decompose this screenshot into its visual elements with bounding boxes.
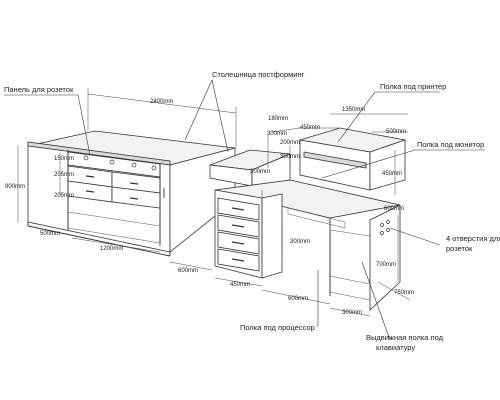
socket-icon <box>83 155 89 161</box>
keyboard-tray <box>287 207 346 229</box>
label-processor-shelf: Полка под процессор <box>240 323 315 332</box>
dim-450-a: 450mm <box>230 282 250 288</box>
dimension-line <box>71 237 161 253</box>
dim-600-a: 600mm <box>178 268 198 274</box>
label-keyboard-tray-line2: клавиатуру <box>376 343 415 352</box>
dim-150: 150mm <box>54 156 74 162</box>
dimension-line <box>271 127 301 133</box>
dim-205-a: 205mm <box>54 172 74 178</box>
drawer-handle <box>129 197 139 200</box>
dim-500: 500mm <box>40 231 60 237</box>
dim-500-b: 500mm <box>386 129 406 135</box>
dim-300-c: 300mm <box>250 169 270 175</box>
dimension-line <box>169 261 213 271</box>
dim-300-d: 300mm <box>267 131 287 137</box>
drawer-handle <box>129 182 139 185</box>
label-sockets-line1: 4 отверстия для <box>446 234 500 243</box>
label-monitor-shelf: Полка под монитор <box>417 140 484 149</box>
drawer-handle <box>231 207 245 211</box>
processor-shelf <box>329 229 371 301</box>
socket-hole-icon <box>386 228 390 232</box>
dim-1200: 1200mm <box>100 246 123 252</box>
drawer-handle <box>231 241 245 245</box>
dimension-line <box>329 307 371 317</box>
drawer-handle <box>85 175 95 178</box>
desk-pedestal-side <box>261 193 283 279</box>
socket-hole-icon <box>380 223 384 227</box>
dim-1350: 1350mm <box>342 107 365 113</box>
leader-line <box>337 91 376 143</box>
leader-line <box>361 261 391 341</box>
label-countertop: Столешница постформинг <box>212 70 305 79</box>
drawer-handle <box>231 224 245 228</box>
dim-300-a: 300mm <box>342 310 362 316</box>
dimension-line <box>261 289 331 305</box>
socket-hole-icon <box>386 220 390 224</box>
dim-180: 180mm <box>268 116 288 122</box>
leader-line <box>184 79 213 141</box>
dim-750: 750mm <box>394 290 414 296</box>
dim-2400: 2400mm <box>150 99 173 105</box>
dim-900: 900mm <box>5 184 25 190</box>
dimension-line <box>214 277 263 287</box>
dim-600-b: 600mm <box>288 296 308 302</box>
printer-hutch-side <box>369 139 406 191</box>
dim-300-b: 300mm <box>290 239 310 245</box>
label-socket-panel: Панель для розеток <box>4 85 74 94</box>
printer-shelf <box>303 151 367 169</box>
dimension-line <box>377 281 411 301</box>
leader-line <box>389 227 441 246</box>
dim-450-b: 450mm <box>300 125 320 131</box>
leader-line <box>211 79 229 153</box>
socket-icon <box>109 159 115 165</box>
dim-700: 700mm <box>376 262 396 268</box>
socket-hole-icon <box>380 231 384 235</box>
dim-300-e: 300mm <box>280 154 300 160</box>
leader-line <box>77 94 91 156</box>
drawer-handle <box>231 258 245 262</box>
socket-icon <box>131 162 137 168</box>
drawer-handle <box>85 190 95 193</box>
label-printer-shelf: Полка под принтер <box>380 82 446 91</box>
dim-600-c: 600mm <box>384 206 404 212</box>
socket-icon <box>151 165 157 171</box>
leader-line <box>321 149 416 179</box>
dim-205-b: 205mm <box>54 193 74 199</box>
dim-200: 200mm <box>280 140 300 146</box>
dim-450-c: 450mm <box>382 171 402 177</box>
label-sockets-line2: розеток <box>446 244 473 253</box>
dimension-line <box>87 93 237 114</box>
label-keyboard-tray-line1: Выдвижная полка под <box>366 333 444 342</box>
